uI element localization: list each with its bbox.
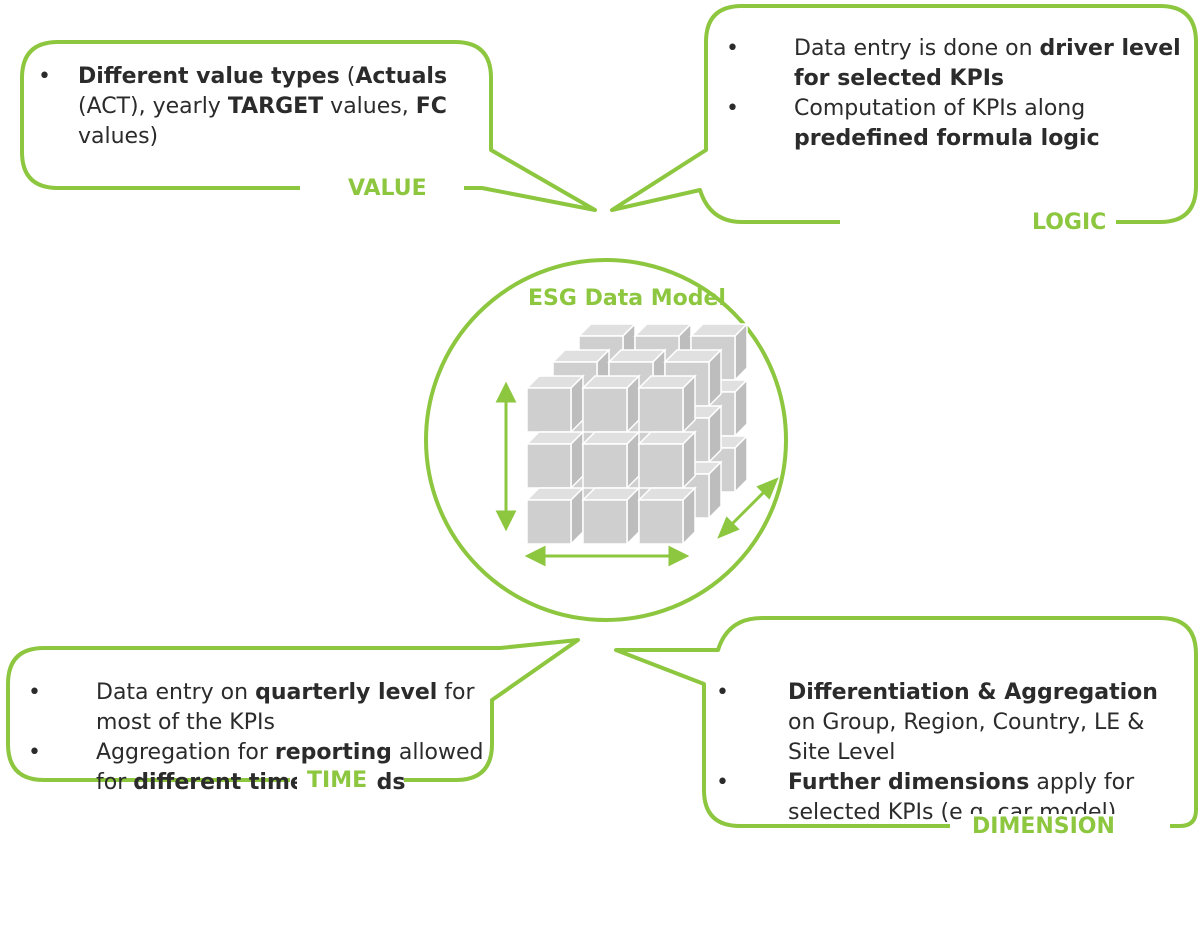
bold-text: TARGET [227, 94, 324, 119]
cube [637, 430, 697, 490]
bullet-glyph: • [726, 36, 739, 61]
value-list: • Different value types (Actuals (ACT), y… [38, 62, 478, 152]
dimension-tag: DIMENSION [962, 814, 1125, 840]
value-bullet-item: • Different value types (Actuals (ACT), y… [38, 62, 478, 152]
logic-callout-border [610, 4, 1198, 224]
dimension-list: • Differentiation & Aggregation on Group,… [712, 678, 1192, 828]
text: Data entry is done on [794, 36, 1040, 61]
bullet-glyph: • [28, 680, 41, 705]
horizontal-arrow [524, 545, 690, 567]
bold-text: reporting [274, 740, 392, 765]
logic-list: • Data entry is done on driver level for … [722, 34, 1184, 154]
vertical-arrow [495, 381, 517, 532]
model-title: ESG Data Model [528, 286, 726, 311]
cube-grid [525, 322, 749, 546]
time-tag: TIME [297, 768, 378, 794]
time-bullet-item: • Data entry on quarterly level for most … [24, 678, 484, 738]
bold-text: driver level for selected KPIs [794, 36, 1181, 91]
text: Aggregation for [96, 740, 275, 765]
text: ( [339, 64, 356, 89]
dimension-box-text: • Differentiation & Aggregation on Group,… [712, 678, 1192, 828]
text: allowed for [96, 740, 484, 795]
bold-text: quarterly level [255, 680, 438, 705]
cube [525, 430, 585, 490]
bullet-glyph: • [716, 770, 729, 795]
value-callout-border [20, 40, 597, 212]
time-bullet-item: •Aggregation for reporting allowed for d… [24, 738, 484, 798]
logic-bullet-item: • Data entry is done on driver level for … [722, 34, 1184, 94]
text: values) [78, 124, 159, 149]
bold-text: Different value types [78, 64, 340, 89]
value-box-text: • Different value types (Actuals (ACT), y… [38, 62, 478, 152]
time-list: • Data entry on quarterly level for most … [24, 678, 484, 798]
dimension-bullet-item: • Further dimensions apply for selected K… [712, 768, 1192, 828]
bold-text: Differentiation & Aggregation [788, 680, 1158, 705]
cube [581, 486, 641, 546]
depth-arrow [717, 477, 779, 539]
cube [581, 374, 641, 434]
logic-tag: LOGIC [1022, 210, 1117, 236]
cube [525, 374, 585, 434]
text: values, [323, 94, 416, 119]
text: for most of the KPIs [96, 680, 475, 735]
text: (ACT), yearly [78, 94, 228, 119]
bold-text: Actuals [355, 64, 448, 89]
logic-box-text: • Data entry is done on driver level for … [722, 34, 1184, 154]
value-tag: VALUE [338, 176, 437, 202]
cube [525, 486, 585, 546]
logic-bullet-item: • Computation of KPIs along predefined fo… [722, 94, 1184, 154]
bold-text: Further dimensions [788, 770, 1030, 795]
bullet-glyph: • [28, 740, 41, 765]
bullet-glyph: • [726, 96, 739, 121]
cube [581, 430, 641, 490]
bullet-glyph: • [38, 64, 51, 89]
time-box-text: • Data entry on quarterly level for most … [24, 678, 484, 798]
bold-text: FC [415, 94, 447, 119]
dimension-bullet-item: • Differentiation & Aggregation on Group,… [712, 678, 1192, 768]
bold-text: predefined formula logic [794, 126, 1100, 151]
cube [637, 486, 697, 546]
text: on Group, Region, Country, LE & Site Lev… [788, 710, 1145, 765]
cube [637, 374, 697, 434]
bullet-glyph: • [716, 680, 729, 705]
time-callout-border [6, 638, 580, 782]
text: Data entry on [96, 680, 256, 705]
dimension-callout-border [614, 616, 1198, 828]
text: apply for selected KPIs (e.g. car model) [788, 770, 1135, 825]
text: Computation of KPIs along [794, 96, 1086, 121]
